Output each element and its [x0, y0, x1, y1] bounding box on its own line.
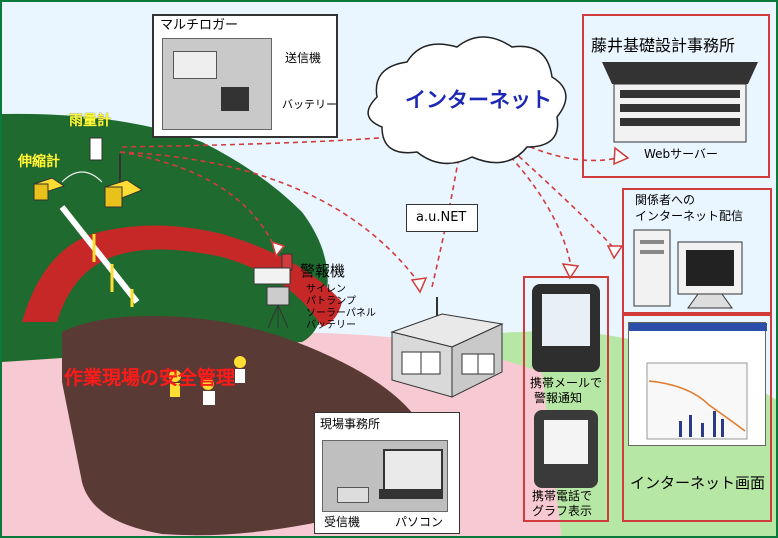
laptop-base [379, 489, 443, 499]
phone-mail-photo [532, 284, 600, 372]
distribution-line2: インターネット配信 [635, 209, 744, 223]
alarm-item: ソーラーパネル [306, 308, 376, 319]
computer [633, 229, 743, 309]
multilogger-label: マルチロガー [160, 18, 239, 33]
mail-line1: 携帯メールで [530, 376, 603, 390]
rain-gauge-label: 雨量計 [69, 113, 111, 129]
battery-label: バッテリー [282, 98, 337, 111]
laptop-screen [383, 449, 443, 491]
rain-gauge-unit [89, 137, 144, 208]
internet-label: インターネット [405, 88, 552, 112]
measure-line [59, 205, 140, 304]
site-office-hut [390, 297, 504, 398]
landslide-crack [22, 225, 342, 327]
alarm-device [253, 253, 293, 329]
alarm-item: サイレン [306, 284, 346, 295]
transmitter-label: 送信機 [285, 51, 322, 65]
graph-line2: グラフ表示 [532, 504, 593, 518]
company-name: 藤井基礎設計事務所 [591, 36, 736, 55]
battery-device [221, 87, 249, 111]
extensometer-label: 伸縮計 [18, 154, 60, 170]
receiver-label: 受信機 [324, 515, 361, 529]
browser-titlebar [629, 323, 767, 331]
receiver-device [337, 487, 369, 503]
internet-screen-photo [628, 322, 767, 446]
alarm-item: パトランプ [306, 296, 356, 307]
phone-mail-screen [542, 294, 590, 346]
logger-device [173, 51, 217, 79]
mail-line2: 警報通知 [534, 391, 583, 405]
company-box [582, 14, 770, 178]
phone-graph-photo [534, 410, 598, 488]
multilogger-photo [162, 38, 272, 130]
pc-label: パソコン [395, 515, 444, 529]
alarm-label: 警報機 [300, 262, 346, 280]
web-server-label: Webサーバー [644, 147, 719, 161]
mobile-box [523, 276, 609, 522]
workers [169, 356, 246, 405]
site-office-photo [322, 440, 448, 512]
internet-cloud [367, 36, 567, 165]
extensometer-unit [32, 171, 103, 201]
stakes [92, 234, 134, 307]
au-net-box [406, 204, 478, 232]
alarm-item: バッテリー [306, 320, 356, 331]
graph-line1: 携帯電話で [532, 489, 593, 503]
screen-graph [646, 362, 748, 440]
internet-screen-label: インターネット画面 [630, 474, 766, 492]
phone-graph-screen [544, 420, 588, 464]
site-safety-label: 作業現場の安全管理 [64, 367, 236, 389]
company-building [602, 62, 758, 143]
distribution-line1: 関係者への [635, 193, 696, 207]
distribution-box [622, 188, 772, 314]
internet-screen-box [622, 314, 772, 522]
site-office-label: 現場事務所 [320, 417, 381, 431]
au-net-label: a.u.NET [416, 210, 467, 225]
